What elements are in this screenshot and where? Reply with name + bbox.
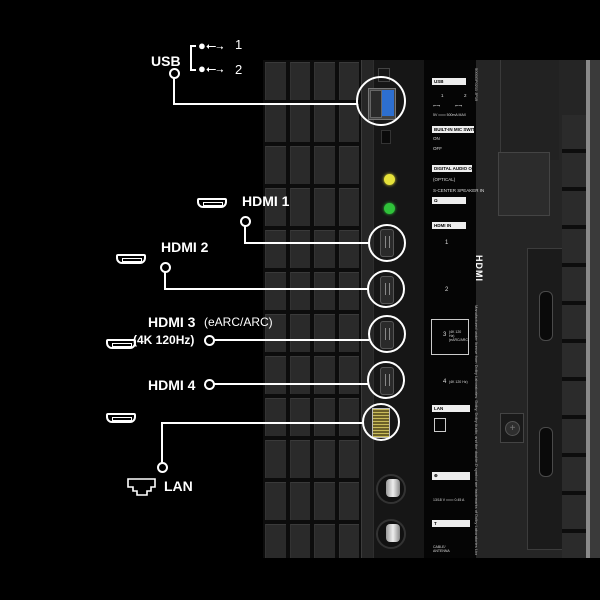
hdmi1-leader-dot: [240, 216, 251, 227]
hdmi3-leader-line: [212, 339, 369, 341]
panel-edge-outer: [590, 60, 600, 558]
screw-icon: +: [500, 413, 524, 443]
digital-audio-tag: DIGITAL AUDIO OUT: [432, 165, 472, 172]
usb-icon: ⭠⭢: [455, 103, 463, 108]
usb-callout-ring: [356, 76, 406, 126]
hdmi3-leader-dot: [204, 335, 215, 346]
hdmi-4-panel-label: 4: [443, 379, 447, 385]
hdmi2-callout-ring: [367, 270, 405, 308]
hdmi1-callout-ring: [368, 224, 406, 262]
usb-icon: ●⭠⭢: [198, 61, 224, 76]
hdmi2-leader-line: [164, 288, 368, 290]
edge-ribs: [562, 115, 586, 558]
hdmi-2-panel-label: 2: [445, 287, 449, 293]
hdmi3-earc-note: (eARC/ARC): [204, 315, 273, 329]
satellite-tag: ⊕: [432, 472, 470, 480]
stand-bracket: [498, 152, 550, 216]
vent-grid: [263, 60, 361, 558]
hdmi-icon: [106, 413, 136, 423]
hdmi2-leader-dot: [160, 262, 171, 273]
center-speaker-label: S-CENTER SPEAKER IN: [433, 188, 485, 193]
lan-tag: LAN: [432, 405, 470, 412]
keyhole-slot: [539, 291, 553, 341]
hdmi1-label: HDMI 1: [242, 193, 290, 209]
status-led-yellow: [384, 174, 395, 185]
usb-leader-line: [173, 74, 175, 104]
lan-leader-line: [161, 422, 363, 424]
hdmi-icon: [106, 339, 136, 349]
hdmi-in-tag: HDMI IN: [432, 222, 466, 229]
hdmi-4-panel-note: (4K 120 Hz): [449, 380, 468, 384]
hdmi-3-panel-label: 3: [443, 332, 447, 338]
headphone-tag: Ω: [432, 197, 466, 204]
hdmi4-callout-ring: [367, 361, 405, 399]
satellite-connector[interactable]: [376, 474, 406, 504]
satellite-rating: 13/18 V ═══ 0.45 A: [433, 498, 465, 502]
usb-2-callout-label: 2: [235, 62, 243, 77]
hdmi-1-panel-label: 1: [445, 240, 449, 246]
hdmi4-label: HDMI 4: [148, 377, 196, 393]
hdmi-icon: [116, 254, 146, 264]
usb-bracket: [190, 45, 196, 71]
legal-text: Manufactured under license from Dolby La…: [474, 305, 479, 555]
usb-icon: ●⭠⭢: [198, 38, 224, 53]
hdmi1-leader-line: [244, 222, 246, 244]
ethernet-icon: [434, 418, 446, 432]
lan-leader-line: [161, 422, 163, 464]
usb-leader-line: [173, 103, 357, 105]
keyhole-slot: [539, 427, 553, 477]
hdmi1-leader-line: [244, 242, 369, 244]
antenna-connector[interactable]: [376, 519, 406, 549]
model-text: 5000GF0211 JP19: [474, 68, 479, 102]
status-led-green: [384, 203, 395, 214]
hdmi3-4k-note: (4K 120Hz): [133, 333, 195, 347]
cable-tag: T: [432, 520, 470, 527]
hdmi-logo: HDMI: [474, 255, 484, 282]
usb-1-label: 1: [441, 93, 444, 98]
mic-off-label: OFF: [433, 146, 442, 151]
hdmi2-label: HDMI 2: [161, 239, 209, 255]
optical-label: (OPTICAL): [433, 177, 456, 182]
usb-1-callout-label: 1: [235, 37, 243, 52]
hdmi4-leader-dot: [204, 379, 215, 390]
hdmi3-callout-ring: [368, 315, 406, 353]
hdmi3-label: HDMI 3: [148, 314, 196, 330]
usb-label: USB: [151, 53, 181, 69]
hdmi-3-panel-note: (4K 120 Hz) (eARC/ARC): [449, 330, 470, 342]
hdmi-icon: [197, 198, 227, 208]
lan-callout-ring: [362, 403, 400, 441]
usb-leader-dot: [169, 68, 180, 79]
mic-switch-tag: BUILT-IN MIC SWITCH: [432, 126, 474, 133]
usb-2-label: 2: [464, 93, 467, 98]
cable-antenna-label: CABLE/ ANTENNA: [433, 545, 450, 553]
wall-mount-plate: [527, 248, 564, 550]
usb-icon: ⭠⭢: [433, 103, 441, 108]
port-label-panel: [424, 60, 476, 558]
hdmi-3-box: [431, 319, 469, 355]
upper-housing: [500, 60, 559, 160]
hdmi4-leader-line: [212, 383, 368, 385]
usb-rating: 5V ═══ 500mA MAX: [433, 113, 467, 117]
usb-tag: USB: [432, 78, 466, 85]
hdmi2-leader-line: [164, 267, 166, 289]
mic-switch[interactable]: [381, 130, 391, 144]
lan-leader-dot: [157, 462, 168, 473]
mic-on-label: ON: [433, 136, 440, 141]
ethernet-icon: [127, 478, 156, 496]
lan-label: LAN: [164, 478, 193, 494]
